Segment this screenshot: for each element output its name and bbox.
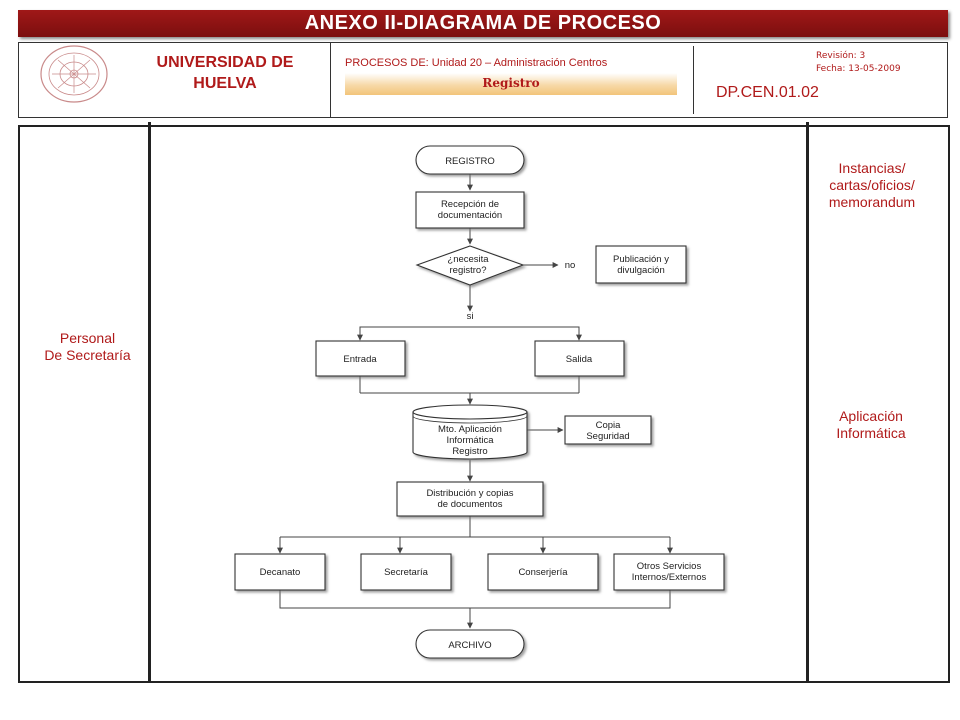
revision-info: Revisión: 3 Fecha: 13-05-2009 — [816, 50, 901, 76]
decanato-box — [234, 553, 326, 591]
distribution-box — [396, 481, 544, 517]
diagram-frame — [18, 125, 950, 683]
otros-servicios-label-1: Otros Servicios — [637, 561, 702, 572]
lane-divider-right — [806, 122, 809, 682]
page-title: ANEXO II-DIAGRAMA DE PROCESO — [304, 12, 662, 34]
end-terminal — [415, 629, 525, 659]
start-terminal — [415, 145, 525, 175]
app-line-2: Informática — [836, 425, 906, 441]
university-line-1: UNIVERSIDAD DE — [156, 54, 294, 71]
decanato-label: Decanato — [260, 567, 301, 578]
process-line: PROCESOS DE: Unidad 20 – Administración … — [345, 57, 608, 69]
distribution-label-2: de documentos — [438, 499, 503, 510]
actor-line-2: De Secretaría — [44, 347, 131, 363]
database-cylinder-top — [412, 411, 528, 420]
header-divider — [693, 46, 694, 114]
actor-label: Personal De Secretaría — [30, 330, 145, 364]
reception-label-1: Recepción de — [441, 199, 499, 210]
db-label-3: Registro — [452, 446, 487, 457]
decision-label-1: ¿necesita — [447, 254, 489, 265]
documents-line-2: cartas/oficios/ — [829, 177, 915, 193]
entrada-label: Entrada — [343, 354, 377, 365]
connector — [279, 590, 671, 609]
process-subtitle: Registro — [482, 76, 540, 90]
actor-line-1: Personal — [59, 330, 116, 346]
header-divider — [330, 42, 331, 118]
documents-label: Instancias/ cartas/oficios/ memorandum — [812, 160, 932, 211]
secretaria-label: Secretaría — [384, 567, 429, 578]
conserjeria-label: Conserjería — [518, 567, 568, 578]
university-seal-logo — [40, 45, 108, 103]
conserjeria-box — [487, 553, 599, 591]
lane-divider-left — [148, 122, 151, 682]
university-line-2: HUELVA — [193, 75, 257, 92]
distribution-label-1: Distribución y copias — [426, 488, 513, 499]
university-name: UNIVERSIDAD DE HUELVA — [130, 52, 320, 94]
publication-label-1: Publicación y — [613, 254, 669, 265]
end-label: ARCHIVO — [448, 640, 491, 651]
backup-label-2: Seguridad — [586, 431, 629, 442]
database-cylinder-ring — [412, 415, 528, 424]
secretaria-box — [360, 553, 452, 591]
connector — [359, 326, 582, 341]
salida-box — [534, 340, 625, 377]
start-label: REGISTRO — [445, 156, 495, 167]
si-label: si — [467, 311, 474, 322]
title-banner: ANEXO II-DIAGRAMA DE PROCESO — [18, 10, 948, 37]
revision-label: Revisión: 3 — [816, 51, 866, 61]
db-label-2: Informática — [447, 435, 495, 446]
backup-label-1: Copia — [596, 420, 622, 431]
backup-box — [564, 415, 652, 445]
publication-box — [595, 245, 687, 284]
app-line-1: Aplicación — [839, 408, 903, 424]
app-label: Aplicación Informática — [812, 408, 930, 442]
salida-label: Salida — [566, 354, 593, 365]
entrada-box — [315, 340, 406, 377]
date-label: Fecha: 13-05-2009 — [816, 64, 901, 74]
db-label-1: Mto. Aplicación — [438, 424, 502, 435]
registro-bar: Registro — [345, 73, 677, 95]
reception-label-2: documentación — [438, 210, 502, 221]
reception-box — [415, 191, 525, 229]
otros-servicios-box — [613, 553, 725, 591]
otros-servicios-label-2: Internos/Externos — [632, 572, 707, 583]
decision-label-2: registro? — [450, 265, 487, 276]
documents-line-3: memorandum — [828, 194, 916, 210]
publication-label-2: divulgación — [617, 265, 665, 276]
document-code: DP.CEN.01.02 — [716, 84, 819, 101]
no-label: no — [565, 260, 576, 271]
documents-line-1: Instancias/ — [838, 160, 906, 176]
decision-diamond — [415, 245, 525, 286]
